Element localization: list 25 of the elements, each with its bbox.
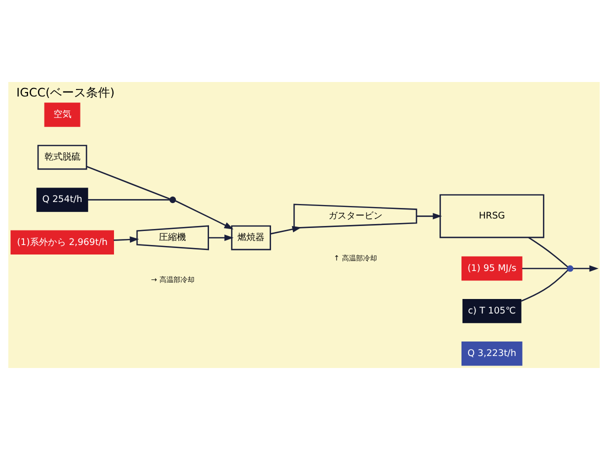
node-circle	[169, 196, 176, 204]
arrow	[270, 226, 302, 234]
arrow	[114, 236, 139, 243]
arrow	[175, 200, 234, 230]
arrow	[573, 265, 599, 272]
diagram-title: IGCC(ベース条件)	[16, 86, 115, 100]
node-box: HRSG	[440, 194, 544, 238]
connector	[520, 270, 568, 302]
node-box: (1)系外から 2,969t/h	[10, 230, 114, 254]
node-box: 空気	[44, 102, 80, 127]
node-circle	[566, 265, 574, 272]
arrow	[208, 234, 234, 241]
node-box: c) T 105℃	[462, 298, 522, 324]
connector	[88, 199, 170, 200]
node-box: 圧縮機	[136, 225, 209, 250]
node-box: Q 3,223t/h	[461, 342, 522, 366]
node-box: (1) 95 MJ/s	[461, 256, 522, 281]
connector	[528, 237, 568, 268]
node-box: Q 254t/h	[36, 188, 88, 212]
arrow	[416, 212, 442, 220]
connector	[86, 166, 170, 200]
node-box: ガスタービン	[293, 204, 418, 229]
node-box: 乾式脱硫	[37, 144, 88, 170]
connector	[522, 268, 568, 270]
node-box: 燃焼器	[231, 225, 272, 250]
